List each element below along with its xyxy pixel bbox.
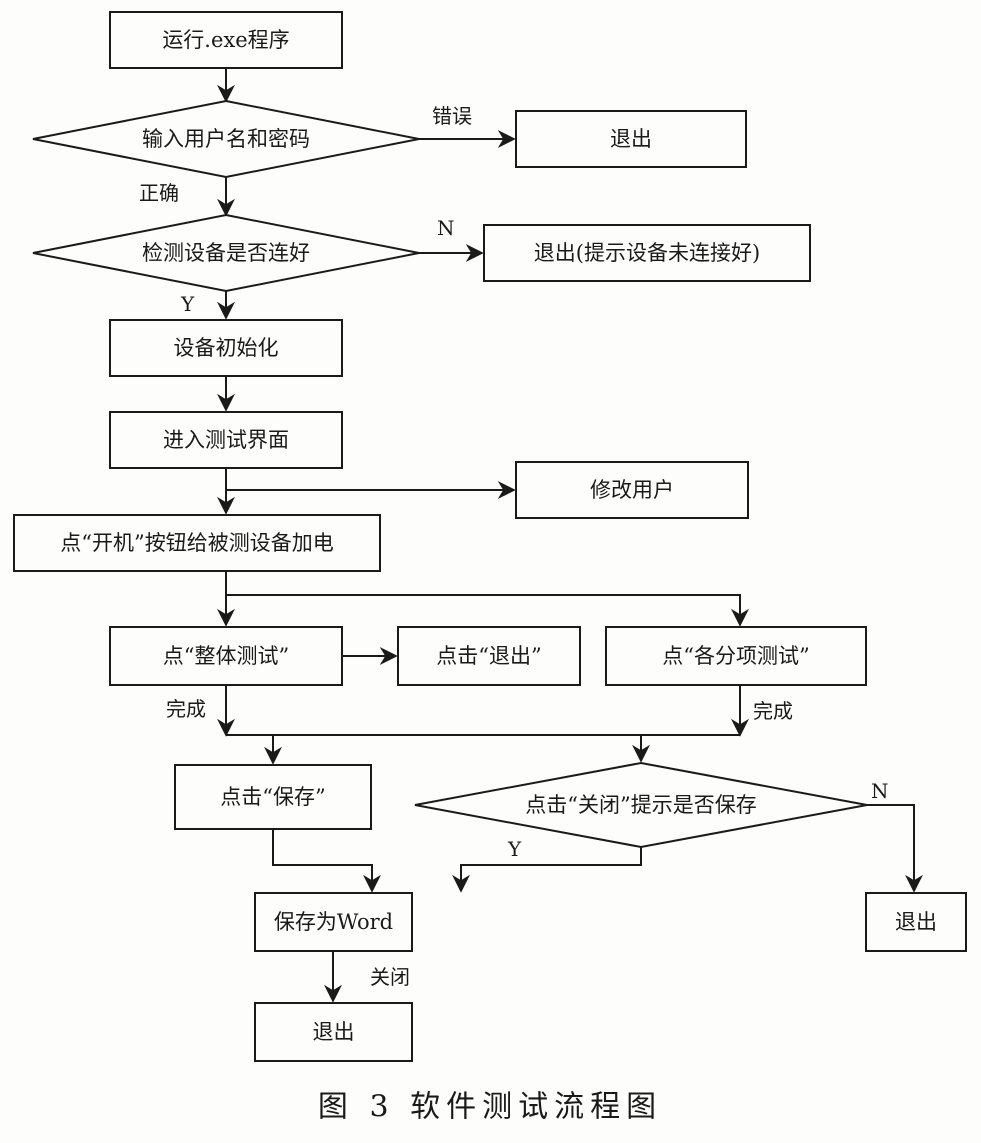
node-label: 点“各分项测试” xyxy=(662,644,809,668)
node-exit-login: 退出 xyxy=(515,110,747,168)
node-label: 退出 xyxy=(313,1020,355,1044)
node-label: 点击“保存” xyxy=(220,785,325,809)
process-box xyxy=(865,892,967,952)
decision-diamond xyxy=(414,761,868,849)
node-label: 输入用户名和密码 xyxy=(142,127,310,151)
node-label: 设备初始化 xyxy=(174,336,279,360)
edge-label: 错误 xyxy=(432,104,472,128)
node-modify-user: 修改用户 xyxy=(515,461,749,519)
process-box xyxy=(109,11,343,69)
node-label: 退出(提示设备未连接好) xyxy=(534,241,760,265)
process-box xyxy=(254,892,413,952)
process-box xyxy=(605,626,867,686)
edge-label: 关闭 xyxy=(370,965,410,989)
process-box xyxy=(174,764,372,830)
node-click-exit: 点击“退出” xyxy=(397,626,581,686)
edge-label: 完成 xyxy=(753,699,793,723)
node-label: 运行.exe程序 xyxy=(162,28,289,52)
connector-arrow xyxy=(272,829,381,893)
decision-diamond xyxy=(32,213,420,293)
edge-label: N xyxy=(437,216,455,240)
node-close-prompt: 点击“关闭”提示是否保存 xyxy=(414,761,868,849)
node-label: 保存为Word xyxy=(274,910,393,934)
node-label: 检测设备是否连好 xyxy=(142,241,310,265)
process-box xyxy=(13,514,381,572)
node-exit-device: 退出(提示设备未连接好) xyxy=(483,224,811,282)
node-enter-test: 进入测试界面 xyxy=(109,411,343,469)
node-check-device: 检测设备是否连好 xyxy=(32,213,420,293)
node-label: 点击“退出” xyxy=(436,644,541,668)
edge-label: Y xyxy=(507,837,522,861)
node-click-save: 点击“保存” xyxy=(174,764,372,830)
node-exit-final: 退出 xyxy=(254,1002,413,1062)
node-label: 点“开机”按钮给被测设备加电 xyxy=(60,531,333,555)
node-label: 进入测试界面 xyxy=(163,428,289,452)
connector-arrow xyxy=(867,804,923,893)
node-overall-test: 点“整体测试” xyxy=(109,626,343,686)
node-label: 点“整体测试” xyxy=(163,644,289,668)
process-box xyxy=(254,1002,413,1062)
node-label: 点击“关闭”提示是否保存 xyxy=(525,793,756,817)
node-label: 退出 xyxy=(610,127,652,151)
figure-caption: 图 3 软件测试流程图 xyxy=(318,1090,662,1125)
node-label: 退出 xyxy=(895,910,937,934)
node-exit-nosave: 退出 xyxy=(865,892,967,952)
edge-label: Y xyxy=(180,292,195,316)
node-run-exe: 运行.exe程序 xyxy=(109,11,343,69)
node-save-word: 保存为Word xyxy=(254,892,413,952)
node-item-test: 点“各分项测试” xyxy=(605,626,867,686)
edge-label: N xyxy=(871,779,889,803)
node-login: 输入用户名和密码 xyxy=(32,99,420,179)
process-box xyxy=(515,110,747,168)
process-box xyxy=(515,461,749,519)
process-box xyxy=(483,224,811,282)
edge-label: 完成 xyxy=(166,697,206,721)
decision-diamond xyxy=(32,99,420,179)
process-box xyxy=(397,626,581,686)
process-box xyxy=(109,411,343,469)
node-label: 修改用户 xyxy=(590,478,674,502)
node-init-device: 设备初始化 xyxy=(109,319,343,377)
process-box xyxy=(109,319,343,377)
process-box xyxy=(109,626,343,686)
connector-arrow xyxy=(226,594,749,627)
node-power-on: 点“开机”按钮给被测设备加电 xyxy=(13,514,381,572)
connector-arrow xyxy=(452,847,642,893)
edge-label: 正确 xyxy=(139,181,179,205)
